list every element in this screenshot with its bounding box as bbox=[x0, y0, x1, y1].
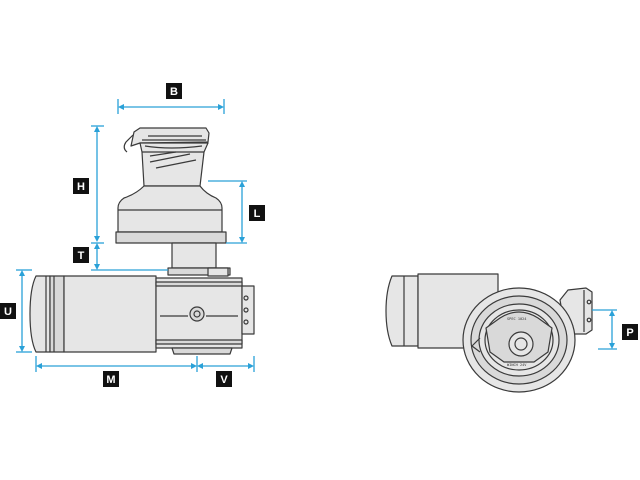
winch-top-cap bbox=[123, 127, 210, 153]
svg-text:P: P bbox=[626, 327, 633, 339]
label-l: L bbox=[249, 205, 265, 221]
svg-text:L: L bbox=[254, 208, 261, 220]
winch-drum bbox=[139, 142, 209, 187]
dimension-l-line bbox=[208, 180, 247, 244]
motor-housing bbox=[29, 275, 157, 353]
svg-text:U: U bbox=[4, 306, 12, 318]
svg-text:WINCH 24V: WINCH 24V bbox=[507, 363, 527, 367]
label-p: P bbox=[622, 324, 638, 340]
gearbox bbox=[155, 277, 255, 355]
front-gearbox-disc: SPEC 1024 WINCH 24V bbox=[462, 287, 576, 393]
svg-text:SPEC 1024: SPEC 1024 bbox=[507, 317, 526, 321]
label-v: V bbox=[216, 371, 232, 387]
dimension-t-line bbox=[91, 242, 168, 271]
svg-text:H: H bbox=[77, 181, 85, 193]
svg-text:B: B bbox=[170, 86, 178, 98]
winch-side-view bbox=[16, 99, 255, 372]
svg-text:T: T bbox=[78, 250, 85, 262]
label-t: T bbox=[73, 247, 89, 263]
dimension-b-line bbox=[117, 99, 225, 114]
svg-text:M: M bbox=[106, 374, 115, 386]
winch-front-view: SPEC 1024 WINCH 24V bbox=[385, 273, 617, 393]
dimension-m-line bbox=[35, 356, 198, 372]
dimension-u-line bbox=[16, 269, 32, 353]
label-m: M bbox=[103, 371, 119, 387]
winch-shaft bbox=[167, 242, 231, 277]
winch-base bbox=[115, 185, 227, 244]
dimension-v-line bbox=[197, 356, 255, 372]
label-u: U bbox=[0, 303, 16, 319]
dimension-h-line bbox=[91, 125, 104, 242]
label-b: B bbox=[166, 83, 182, 99]
label-h: H bbox=[73, 178, 89, 194]
dimension-p-line bbox=[592, 309, 617, 350]
svg-text:V: V bbox=[220, 374, 228, 386]
